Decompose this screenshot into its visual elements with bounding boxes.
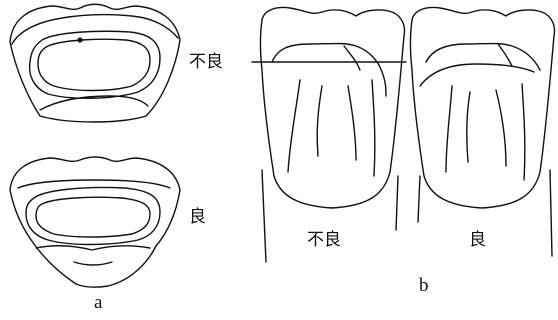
- panel-b-right-tongue-line-2: [467, 92, 470, 162]
- panel-a-top-inner-ridge: [30, 31, 160, 98]
- panel-b-left-tongue-line-3: [348, 86, 356, 160]
- panel-b-left-upper-band: [272, 44, 386, 97]
- panel-a-top-caption: 不良: [189, 54, 223, 71]
- panel-a-bottom-drawing: [10, 157, 180, 287]
- panel-a-label: a: [94, 293, 102, 312]
- panel-b-left-drawing: [252, 8, 406, 263]
- panel-a-bottom-inner-ridge: [26, 187, 160, 244]
- panel-b-label: b: [419, 276, 429, 295]
- panel-a-bottom-tip-line: [74, 262, 112, 265]
- panel-b-right-tongue-line-1: [446, 86, 452, 172]
- panel-b-left-upper-inner: [344, 46, 360, 70]
- panel-b-left-cheek-left: [262, 170, 266, 262]
- panel-b-right-cheek-left: [418, 176, 420, 222]
- panel-b-right-caption: 良: [469, 232, 486, 249]
- panel-a-bottom-caption: 良: [189, 209, 206, 226]
- panel-b-right-tongue-line-3: [496, 90, 506, 166]
- panel-b-right-upper-inner: [498, 44, 512, 66]
- panel-a-bottom-lower-arc: [36, 246, 150, 250]
- panel-b-right-tongue-line-4: [522, 84, 525, 180]
- panel-a-bottom-outline: [10, 157, 180, 287]
- panel-a-bottom-palate-line: [18, 180, 170, 188]
- panel-b-right-cheek-right: [550, 170, 552, 256]
- panel-a-bottom-inner-ridge-core: [36, 197, 150, 237]
- panel-b-left-outline: [261, 8, 405, 209]
- panel-b-right-upper-band: [426, 44, 540, 71]
- panel-b-left-tongue-line-4: [372, 80, 375, 176]
- panel-b-right-outline: [411, 8, 555, 209]
- panel-b-left-tongue-line-2: [317, 86, 322, 156]
- panel-b-left-cheek-right: [396, 176, 398, 230]
- panel-a-top-drawing: [10, 4, 180, 122]
- panel-b-left-tongue-line-1: [288, 80, 300, 172]
- panel-b-right-drawing: [411, 8, 555, 257]
- panel-a-top-point: [77, 37, 82, 42]
- panel-a-top-inner-ridge-core: [38, 39, 150, 90]
- panel-b-right-palate-band: [420, 64, 534, 86]
- panel-b-left-caption: 不良: [307, 232, 341, 249]
